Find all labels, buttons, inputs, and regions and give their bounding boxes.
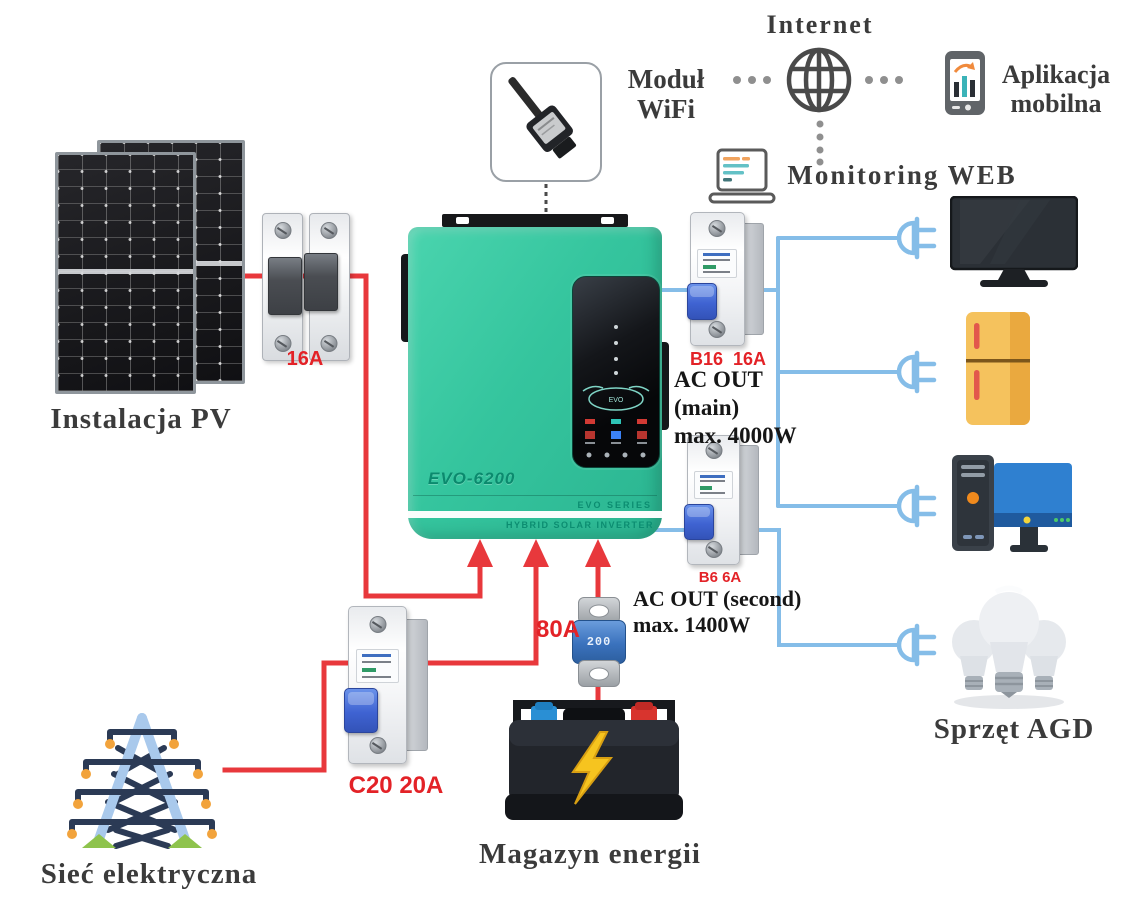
lightning-bolt-icon	[571, 731, 614, 805]
pv-label: Instalacja PV	[50, 403, 232, 435]
ac-second-line1: AC OUT (second)	[633, 586, 802, 611]
wire-to-bulbs	[746, 528, 900, 647]
battery-label: Magazyn energii	[479, 838, 701, 870]
wifi-module-label-line2: WiFi	[636, 94, 695, 125]
wifi-module-label: Moduł WiFi	[605, 64, 727, 124]
fridge-icon	[966, 312, 1030, 425]
wifi-module-box	[490, 62, 602, 182]
bulb-center	[979, 585, 1039, 698]
ac-main-output-label: AC OUT (main) max. 4000W	[674, 366, 834, 450]
arrow-grid-icon	[523, 539, 549, 567]
breaker-toggle	[683, 503, 714, 540]
wifi-module-icon	[508, 77, 577, 159]
mobile-app-icon	[945, 51, 985, 115]
breaker-body	[344, 606, 408, 764]
ac-main-line3: max. 4000W	[674, 423, 797, 448]
plug-tv-icon	[896, 216, 937, 260]
battery-icon	[505, 700, 683, 820]
pv-fuse-holder	[262, 213, 350, 361]
internet-dots	[733, 76, 903, 166]
wire-grid-to-inverter	[222, 561, 539, 773]
ac-main-breaker-label: B16 16A	[689, 349, 767, 369]
grid-breaker	[344, 606, 428, 764]
inverter-white-band	[408, 511, 662, 518]
light-bulbs-icon	[952, 585, 1066, 709]
hybrid-inverter: EVO EVO-6200 EVO SERIES HYBRID SOLAR INV…	[401, 214, 669, 540]
grid-label: Sieć elektryczna	[40, 858, 258, 890]
fuse-handle	[268, 257, 302, 315]
appliances-label: Sprzęt AGD	[933, 713, 1095, 745]
ac-main-line1: AC OUT	[674, 367, 763, 392]
ac-second-breaker-label: B6 6A	[698, 569, 742, 586]
inverter-trim-line	[413, 495, 657, 496]
wifi-module-label-line1: Moduł	[627, 64, 705, 94]
tower-insulators	[67, 739, 217, 839]
red-arrowheads	[467, 539, 611, 567]
breaker-toggle	[344, 688, 378, 734]
plug-bulbs-icon	[896, 623, 937, 667]
breaker-body	[686, 212, 745, 346]
breaker-toggle	[686, 282, 718, 320]
arrow-pv-icon	[467, 539, 493, 567]
ac-main-line2: (main)	[674, 395, 740, 420]
arrow-battery-icon	[585, 539, 611, 567]
inverter-series: EVO SERIES	[577, 500, 652, 510]
plug-fridge-icon	[896, 350, 937, 394]
computer-icon	[952, 455, 1072, 552]
mobile-app-label: Aplikacja mobilna	[985, 60, 1127, 118]
mobile-app-label-line1: Aplikacja	[1001, 60, 1111, 89]
battery-fuse-marking: 200	[586, 635, 612, 649]
inverter-body: EVO EVO-6200 EVO SERIES HYBRID SOLAR INV…	[408, 227, 662, 539]
inverter-model: EVO-6200	[428, 469, 516, 488]
pv-fuse-label: 16A	[286, 348, 324, 370]
web-monitoring-icon	[708, 148, 776, 204]
fuse-handle	[304, 253, 338, 311]
globe-icon	[786, 47, 852, 113]
ac-second-breaker	[683, 435, 759, 565]
blue-ac-wires	[654, 236, 900, 647]
solar-panel-front	[55, 152, 196, 394]
battery-fuse-label: 80A	[535, 616, 581, 643]
breaker-body	[683, 435, 741, 565]
internet-label: Internet	[766, 10, 874, 39]
web-monitoring-label: Monitoring WEB	[787, 160, 1017, 190]
ac-second-line2: max. 1400W	[633, 612, 751, 637]
inverter-type: HYBRID SOLAR INVERTER	[505, 520, 654, 530]
ac-main-breaker	[686, 212, 764, 346]
grid-tower-icon	[67, 713, 217, 849]
panel-band	[58, 269, 193, 274]
plug-icons	[896, 216, 937, 667]
tv-icon	[950, 196, 1078, 287]
grid-breaker-label: C20 20A	[348, 772, 444, 799]
plug-computer-icon	[896, 484, 937, 528]
ac-second-output-label: AC OUT (second) max. 1400W	[633, 586, 868, 638]
tower-feet	[82, 834, 202, 848]
mobile-app-label-line2: mobilna	[1010, 89, 1102, 119]
inverter-display: EVO	[572, 276, 660, 468]
inverter-mount-bracket	[442, 214, 628, 227]
display-logo-text: EVO	[609, 397, 624, 404]
battery-fuse: 200	[572, 597, 626, 687]
